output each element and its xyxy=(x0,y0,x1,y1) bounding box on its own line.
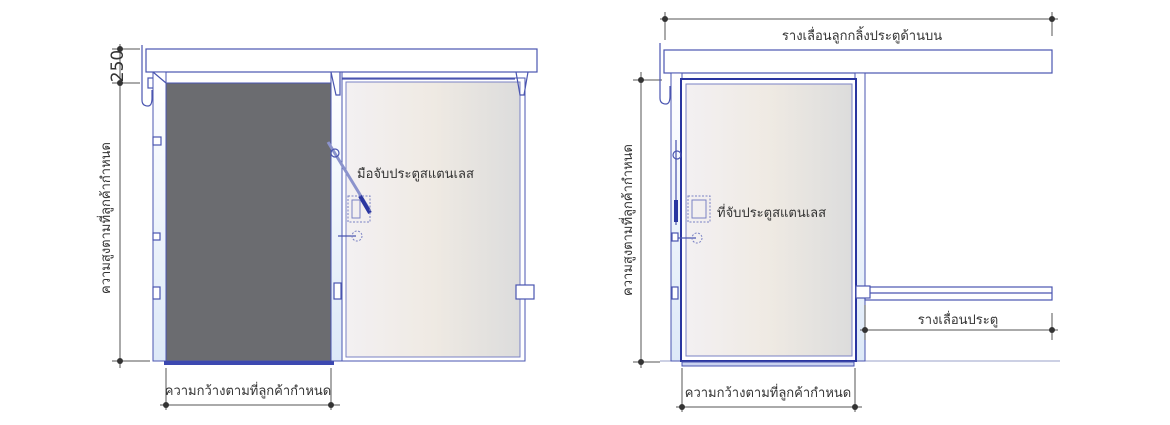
height-label: ความสูงตามที่ลูกค้ากำหนด xyxy=(619,144,636,296)
handle-label: มือจับประตูสแตนเลส xyxy=(357,166,474,182)
track-dimension-line xyxy=(860,305,1058,340)
left-door-diagram: 250 ความสูงตามที่ลูกค้ากำหนด xyxy=(97,44,538,410)
width-label: ความกว้างตามที่ลูกค้ากำหนด xyxy=(685,384,851,401)
handle-label: ที่จับประตูสแตนเลส xyxy=(717,204,826,221)
stainless-handle xyxy=(326,141,372,242)
width-label: ความกว้างตามที่ลูกค้ากำหนด xyxy=(165,382,331,399)
rail-hook xyxy=(141,45,153,107)
stainless-handle xyxy=(678,195,711,244)
height-label: ความสูงตามที่ลูกค้ากำหนด xyxy=(97,142,114,294)
top-rail-beam xyxy=(663,49,1053,74)
door-stopper xyxy=(515,284,535,300)
width-dimension-line xyxy=(676,368,862,412)
top-rail-label: รางเลื่อนลูกกลิ้งประตูด้านบน xyxy=(782,26,942,44)
top-rail-beam xyxy=(145,48,538,73)
top-clearance-label: 250 xyxy=(108,50,128,82)
door-frame-post xyxy=(152,71,167,362)
top-rail-dimension-line xyxy=(660,12,1058,40)
height-dimension-line xyxy=(633,72,662,368)
threshold xyxy=(164,361,334,365)
height-dimension-line xyxy=(112,44,150,368)
door-opening xyxy=(165,82,332,362)
right-door-diagram: รางเลื่อนลูกกลิ้งประตูด้านบน ความสูงตามท… xyxy=(619,12,1060,412)
width-dimension-line xyxy=(160,368,340,410)
track-label: รางเลื่อนประตู xyxy=(918,311,998,328)
